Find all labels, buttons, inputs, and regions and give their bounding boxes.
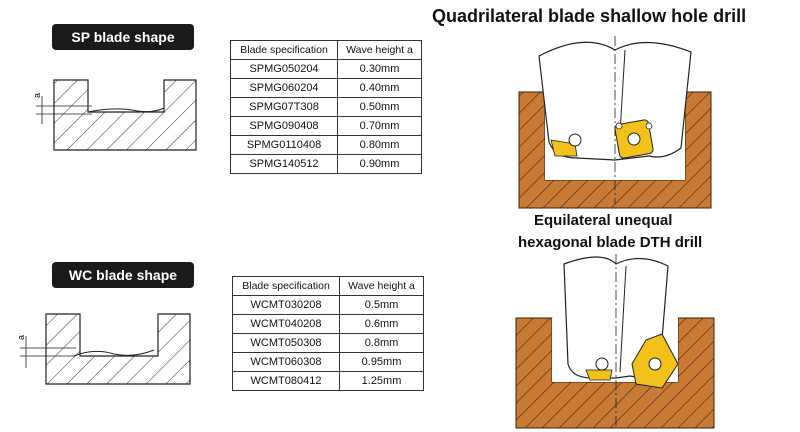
table-cell: 0.40mm bbox=[337, 78, 422, 98]
wc-profile-diagram: a bbox=[16, 313, 191, 385]
table-cell: 1.25mm bbox=[339, 371, 424, 391]
table-cell: SPMG060204 bbox=[229, 78, 339, 98]
table-cell: SPMG050204 bbox=[229, 59, 339, 79]
quadrilateral-drill-title: Quadrilateral blade shallow hole drill bbox=[432, 6, 747, 26]
table-cell: SPMG140512 bbox=[229, 154, 339, 174]
table-cell: 0.80mm bbox=[337, 135, 422, 155]
table-cell: WCMT050308 bbox=[231, 333, 341, 353]
table-cell: 0.90mm bbox=[337, 154, 422, 174]
table-cell: 0.6mm bbox=[339, 314, 424, 334]
table-cell: 0.95mm bbox=[339, 352, 424, 372]
wc-blade-shape-badge: WC blade shape bbox=[52, 262, 194, 288]
sp-dim-label: a bbox=[32, 93, 42, 98]
table-cell: SPMG0110408 bbox=[229, 135, 339, 155]
hexagonal-drill-title-line2: hexagonal blade DTH drill bbox=[518, 234, 703, 251]
table-cell: 0.5mm bbox=[339, 295, 424, 315]
table-cell: 0.30mm bbox=[337, 59, 422, 79]
table-cell: 0.50mm bbox=[337, 97, 422, 117]
wc-spec-table: Blade specification Wave height a WCMT03… bbox=[231, 276, 424, 391]
sp-spec-table: Blade specification Wave height a SPMG05… bbox=[229, 40, 422, 174]
table-cell: SPMG07T308 bbox=[229, 97, 339, 117]
sp-table-header-wave: Wave height a bbox=[337, 40, 422, 60]
hexagonal-drill-illustration bbox=[515, 254, 715, 429]
sp-profile-diagram: a bbox=[32, 79, 197, 151]
wc-table-header-spec: Blade specification bbox=[231, 276, 341, 296]
quadrilateral-drill-illustration bbox=[518, 36, 712, 209]
sp-blade-shape-badge: SP blade shape bbox=[52, 24, 194, 50]
table-cell: WCMT080412 bbox=[231, 371, 341, 391]
table-cell: WCMT060308 bbox=[231, 352, 341, 372]
sp-table-header-spec: Blade specification bbox=[229, 40, 339, 60]
wc-table-header-wave: Wave height a bbox=[339, 276, 424, 296]
table-cell: SPMG090408 bbox=[229, 116, 339, 136]
table-cell: WCMT040208 bbox=[231, 314, 341, 334]
wc-dim-label: a bbox=[16, 335, 26, 340]
table-cell: WCMT030208 bbox=[231, 295, 341, 315]
hexagonal-drill-title-line1: Equilateral unequal bbox=[534, 212, 673, 229]
table-cell: 0.8mm bbox=[339, 333, 424, 353]
table-cell: 0.70mm bbox=[337, 116, 422, 136]
